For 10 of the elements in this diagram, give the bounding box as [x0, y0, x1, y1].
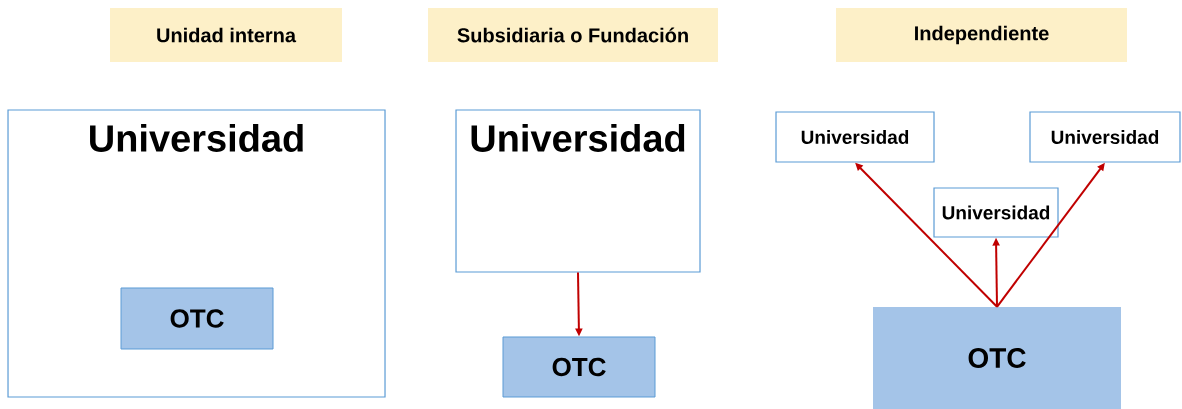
unit-box: OTC [502, 336, 656, 398]
heading-band: Subsidiaria o Fundación [428, 8, 718, 62]
process-box: Universidad [933, 187, 1059, 238]
process-box: Universidad [775, 111, 935, 163]
container-box: Universidad [455, 109, 701, 273]
heading-band: Independiente [836, 8, 1127, 62]
unit-box: OTC [120, 287, 274, 350]
heading-band: Unidad interna [110, 8, 342, 62]
process-box: Universidad [1029, 111, 1181, 163]
unit-box: OTC [873, 307, 1121, 409]
